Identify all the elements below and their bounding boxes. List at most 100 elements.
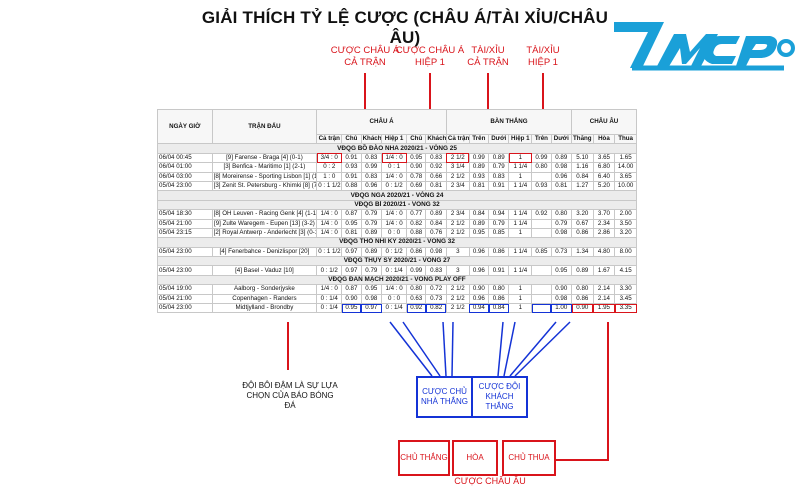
odds-cell: 0.90 (341, 293, 362, 305)
odds-cell: 0.89 (360, 227, 383, 239)
odds-cell: 0.79 (550, 218, 573, 229)
odds-cell: 0.80 (571, 284, 594, 295)
match-date: 05/04 18:30 (157, 209, 213, 220)
sub-header-cell: Dưới (487, 133, 510, 145)
odds-cell: 0.93 (468, 171, 490, 182)
odds-cell: 6.80 (592, 162, 616, 173)
odds-cell: 0.86 (571, 293, 594, 305)
odds-cell: 1 1/4 (508, 180, 533, 192)
match-row: 05/04 23:15[2] Royal Antwerp - Anderlech… (157, 227, 637, 239)
odds-cell: 3.20 (614, 227, 637, 239)
odds-cell: 0.93 (531, 180, 552, 192)
match-teams: Copenhagen - Randers (211, 293, 318, 305)
odds-cell: 0.86 (406, 246, 427, 258)
odds-cell: 0.81 (425, 180, 447, 192)
odds-cell: 0.90 (468, 284, 490, 295)
odds-cell: 0.95 (550, 265, 573, 276)
odds-cell: 0 : 1/4 (316, 293, 343, 305)
odds-cell: 0.80 (531, 162, 552, 173)
brand-logo (612, 8, 798, 112)
odds-cell: 1.27 (571, 180, 594, 192)
match-row: 05/04 23:00[4] Fenerbahce - Denizlispor … (157, 246, 637, 258)
odds-cell (531, 218, 552, 229)
odds-cell: 1 : 0 (316, 171, 343, 182)
european-odds-caption: CƯỢC CHÂU ÂU (454, 476, 526, 486)
odds-cell: 0.86 (487, 246, 510, 258)
match-teams: [4] Basel - Vaduz [10] (211, 265, 318, 276)
odds-cell: 5.10 (571, 152, 594, 164)
league-name: VĐQG THỔ NHĨ KỲ 2020/21 - VÒNG 32 (157, 237, 637, 248)
odds-cell: 3.70 (592, 209, 616, 220)
match-row: 06/04 00:45[9] Farense - Braga [4] (0-1)… (157, 152, 637, 164)
blue-box-group: CƯỢC CHỦ NHÀ THẮNG CƯỢC ĐỘI KHÁCH THẮNG (416, 376, 528, 418)
league-name: VĐQG THỤY SỸ 2020/21 - VÒNG 27 (157, 256, 637, 267)
page-title: GIẢI THÍCH TỶ LỆ CƯỢC (CHÂU Á/TÀI XỈU/CH… (201, 8, 609, 47)
odds-cell: 0.95 (468, 227, 490, 239)
odds-cell: 0.90 (406, 162, 427, 173)
bold-team-note: ĐỘI BÔI ĐẬM LÀ SỰ LỰA CHỌN CỦA BÁO BÓNG … (242, 381, 338, 410)
odds-cell: 0.98 (550, 227, 573, 239)
match-date: 05/04 23:00 (157, 265, 213, 276)
odds-cell: 3/4 : 0 (316, 152, 343, 164)
odds-cell: 0.83 (360, 152, 383, 164)
odds-cell: 0.93 (341, 162, 362, 173)
odds-cell: 2.14 (592, 293, 616, 305)
odds-cell: 1.65 (614, 152, 637, 164)
odds-cell: 0.98 (425, 246, 447, 258)
odds-cell: 0.94 (468, 303, 490, 314)
match-row: 05/04 18:30[8] OH Leuven - Racing Genk [… (157, 209, 637, 220)
odds-cell: 0.84 (487, 303, 510, 314)
odds-cell: 0.83 (425, 152, 447, 164)
odds-cell: 0.73 (550, 246, 573, 258)
odds-cell: 0.81 (468, 180, 490, 192)
odds-cell: 1 (508, 284, 533, 295)
odds-cell: 0.86 (487, 293, 510, 305)
odds-cell: 0.87 (341, 284, 362, 295)
home-lose-box: CHỦ THUA (502, 440, 556, 476)
odds-cell (531, 293, 552, 305)
odds-cell: 2 1/2 (445, 293, 470, 305)
odds-cell: 0.99 (406, 265, 427, 276)
odds-cell: 0.76 (425, 227, 447, 239)
odds-cell: 0.98 (360, 293, 383, 305)
home-win-box: CHỦ THẮNG (398, 440, 450, 476)
odds-cell: 3.30 (614, 284, 637, 295)
odds-cell: 3 1/4 (445, 162, 470, 173)
sub-header-cell: Hiệp 1 (508, 133, 533, 145)
odds-cell: 1/4 : 0 (316, 209, 343, 220)
odds-cell: 3.45 (614, 293, 637, 305)
odds-cell: 0 : 1/2 (381, 180, 408, 192)
odds-cell: 14.00 (614, 162, 637, 173)
odds-cell: 2 1/2 (445, 303, 470, 314)
odds-cell: 1/4 : 0 (381, 209, 408, 220)
odds-cell: 1 1/4 (508, 246, 533, 258)
odds-cell: 0.97 (360, 303, 383, 314)
league-row: VĐQG NGA 2020/21 - VÒNG 24 (157, 190, 637, 201)
match-date: 06/04 00:45 (157, 152, 213, 164)
odds-cell: 0.63 (406, 293, 427, 305)
league-row: VĐQG ĐAN MẠCH 2020/21 - VÒNG PLAY OFF (157, 274, 637, 286)
odds-cell: 2.86 (592, 227, 616, 239)
sub-header-cell: Chủ (341, 133, 362, 145)
odds-cell: 0.96 (360, 180, 383, 192)
odds-cell: 0.80 (487, 284, 510, 295)
away-win-bet-label: CƯỢC ĐỘI KHÁCH THẮNG (478, 382, 521, 411)
odds-cell: 2.14 (592, 284, 616, 295)
odds-cell: 0 : 2 (316, 162, 343, 173)
odds-cell: 0.91 (341, 171, 362, 182)
odds-cell: 6.40 (592, 171, 616, 182)
match-teams: Aalborg - Sonderjyske (211, 284, 318, 295)
match-teams: [3] Zenit St. Petersburg - Khimki [8] (7… (211, 180, 318, 192)
odds-cell: 0.79 (487, 162, 510, 173)
match-date: 05/04 23:00 (157, 180, 213, 192)
odds-cell: 0.72 (425, 284, 447, 295)
odds-cell: 0.89 (425, 209, 447, 220)
odds-cell: 1 (508, 303, 533, 314)
odds-cell: 1 (508, 152, 533, 164)
odds-cell: 1 1/4 (508, 265, 533, 276)
odds-cell: 1/4 : 0 (381, 171, 408, 182)
odds-cell: 0.82 (406, 218, 427, 229)
